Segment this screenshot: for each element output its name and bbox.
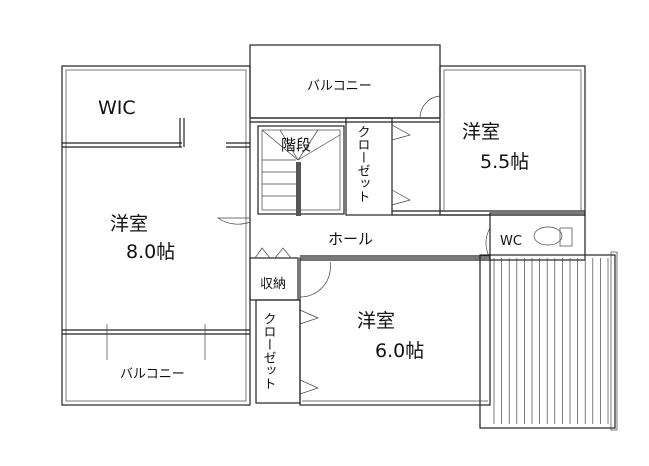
label-closet-top: クローゼット bbox=[355, 125, 371, 203]
label-closet-bottom: クローゼット bbox=[261, 312, 277, 390]
label-western-8-size: 8.0帖 bbox=[126, 241, 175, 263]
label-western-8-name: 洋室 bbox=[110, 213, 148, 235]
deck-slats bbox=[493, 258, 609, 424]
label-balcony-left: バルコニー bbox=[120, 367, 185, 382]
label-western-55-name: 洋室 bbox=[462, 121, 500, 143]
room-labels: WIC 洋室 8.0帖 バルコニー 階段 クローゼット 洋室 5.5帖 ホール … bbox=[98, 79, 529, 390]
label-wic: WIC bbox=[98, 97, 136, 119]
label-western-6-name: 洋室 bbox=[357, 310, 395, 332]
label-stairs: 階段 bbox=[281, 136, 311, 154]
label-wc: WC bbox=[500, 234, 522, 249]
label-hall: ホール bbox=[328, 230, 373, 248]
label-storage: 収納 bbox=[260, 277, 286, 292]
walls bbox=[61, 44, 618, 431]
label-western-55-size: 5.5帖 bbox=[480, 151, 529, 173]
label-balcony-top: バルコニー bbox=[307, 79, 372, 94]
label-western-6-size: 6.0帖 bbox=[375, 340, 424, 362]
